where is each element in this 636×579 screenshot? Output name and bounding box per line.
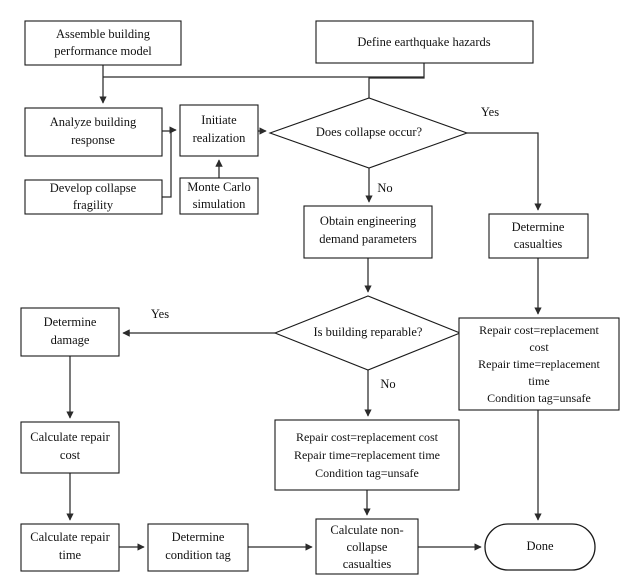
node-calculate-repair-time-shape [20,523,120,572]
node-calculate-noncollapse-casualties[interactable]: Calculate non- collapse casualties [315,518,419,575]
connector-layer [66,63,542,551]
edge-label-yes-reparable: Yes [151,307,169,321]
node-collapse-decision-label: Does collapse occur? [316,125,423,139]
node-collapse-replacement-line-3: Repair time=replacement [478,357,600,371]
node-unrepairable-replacement-line-2: Repair time=replacement time [294,448,440,462]
node-initiate-realization-line-2: realization [193,131,246,145]
node-reparable-decision[interactable]: Is building reparable? [273,295,462,371]
node-determine-casualties-shape [488,213,589,259]
edge-label-layer: Yes No Yes No [151,105,499,391]
node-calculate-repair-time[interactable]: Calculate repair time [20,523,120,572]
node-calculate-noncollapse-casualties-line-2: collapse [347,540,388,554]
node-determine-casualties-line-1: Determine [512,220,565,234]
node-analyze-response-line-2: response [71,133,115,147]
node-collapse-replacement-line-2: cost [529,340,549,354]
node-determine-condition-tag-line-2: condition tag [165,548,231,562]
node-initiate-realization-shape [179,104,259,157]
node-monte-carlo-line-1: Monte Carlo [187,180,251,194]
node-calculate-noncollapse-casualties-line-3: casualties [343,557,392,571]
node-calculate-noncollapse-casualties-line-1: Calculate non- [330,523,403,537]
node-determine-condition-tag-line-1: Determine [172,530,225,544]
node-done[interactable]: Done [484,523,596,571]
edge-analyze-to-initiate [162,126,177,134]
node-determine-casualties-line-2: casualties [514,237,563,251]
node-analyze-response-line-1: Analyze building [50,115,137,129]
node-unrepairable-replacement-shape [274,419,460,491]
node-calculate-repair-time-line-1: Calculate repair [30,530,110,544]
node-unrepairable-replacement-line-3: Condition tag=unsafe [315,466,419,480]
node-determine-damage[interactable]: Determine damage [20,307,120,357]
node-develop-fragility-shape [24,179,163,215]
node-calculate-noncollapse-casualties-shape [315,518,419,575]
node-done-label: Done [526,539,554,553]
node-determine-damage-line-2: damage [51,333,90,347]
node-monte-carlo-shape [179,177,259,215]
node-develop-fragility-line-2: fragility [73,198,114,212]
node-define-hazards-shape [315,20,534,64]
node-calculate-repair-cost-line-1: Calculate repair [30,430,110,444]
node-define-hazards-line-1: Define earthquake hazards [357,35,490,49]
node-analyze-response-shape [24,107,163,157]
node-unrepairable-replacement-line-1: Repair cost=replacement cost [296,430,439,444]
node-calculate-repair-cost[interactable]: Calculate repair cost [20,421,120,474]
node-collapse-decision-shape [268,97,469,169]
node-unrepairable-replacement[interactable]: Repair cost=replacement cost Repair time… [274,419,460,491]
node-done-shape [484,523,596,571]
edge-label-no-collapse: No [377,181,392,195]
node-obtain-edp-line-2: demand parameters [319,232,417,246]
node-obtain-edp[interactable]: Obtain engineering demand parameters [303,205,433,259]
edge-label-yes-collapse: Yes [481,105,499,119]
node-assemble-model-line-1: Assemble building [56,27,151,41]
edge-trunk-to-collapse-decision [368,77,425,98]
node-initiate-realization[interactable]: Initiate realization [179,104,259,157]
node-determine-condition-tag[interactable]: Determine condition tag [147,523,249,572]
node-monte-carlo[interactable]: Monte Carlo simulation [179,177,259,215]
node-obtain-edp-shape [303,205,433,259]
node-determine-damage-line-1: Determine [44,315,97,329]
node-calculate-repair-cost-shape [20,421,120,474]
edge-collapse-yes-to-casualties [467,132,542,211]
node-initiate-realization-line-1: Initiate [201,113,237,127]
edge-fragility-to-initiate [162,131,172,198]
node-assemble-model[interactable]: Assemble building performance model [24,20,182,66]
node-analyze-response[interactable]: Analyze building response [24,107,163,157]
node-calculate-repair-cost-line-2: cost [60,448,81,462]
node-define-hazards[interactable]: Define earthquake hazards [315,20,534,64]
node-develop-fragility[interactable]: Develop collapse fragility [24,179,163,215]
node-collapse-replacement-shape [458,317,620,411]
node-determine-casualties[interactable]: Determine casualties [488,213,589,259]
node-collapse-replacement-line-4: time [528,374,549,388]
node-monte-carlo-line-2: simulation [193,197,247,211]
node-collapse-replacement-line-1: Repair cost=replacement [479,323,599,337]
node-determine-damage-shape [20,307,120,357]
node-collapse-decision[interactable]: Does collapse occur? [268,97,469,169]
node-collapse-replacement[interactable]: Repair cost=replacement cost Repair time… [458,317,620,411]
node-assemble-model-line-2: performance model [54,44,152,58]
node-obtain-edp-line-1: Obtain engineering [320,214,417,228]
node-determine-condition-tag-shape [147,523,249,572]
node-collapse-replacement-line-5: Condition tag=unsafe [487,391,591,405]
edge-label-no-reparable: No [380,377,395,391]
node-develop-fragility-line-1: Develop collapse [50,181,137,195]
node-assemble-model-shape [24,20,182,66]
node-calculate-repair-time-line-2: time [59,548,82,562]
node-reparable-decision-label: Is building reparable? [314,325,423,339]
